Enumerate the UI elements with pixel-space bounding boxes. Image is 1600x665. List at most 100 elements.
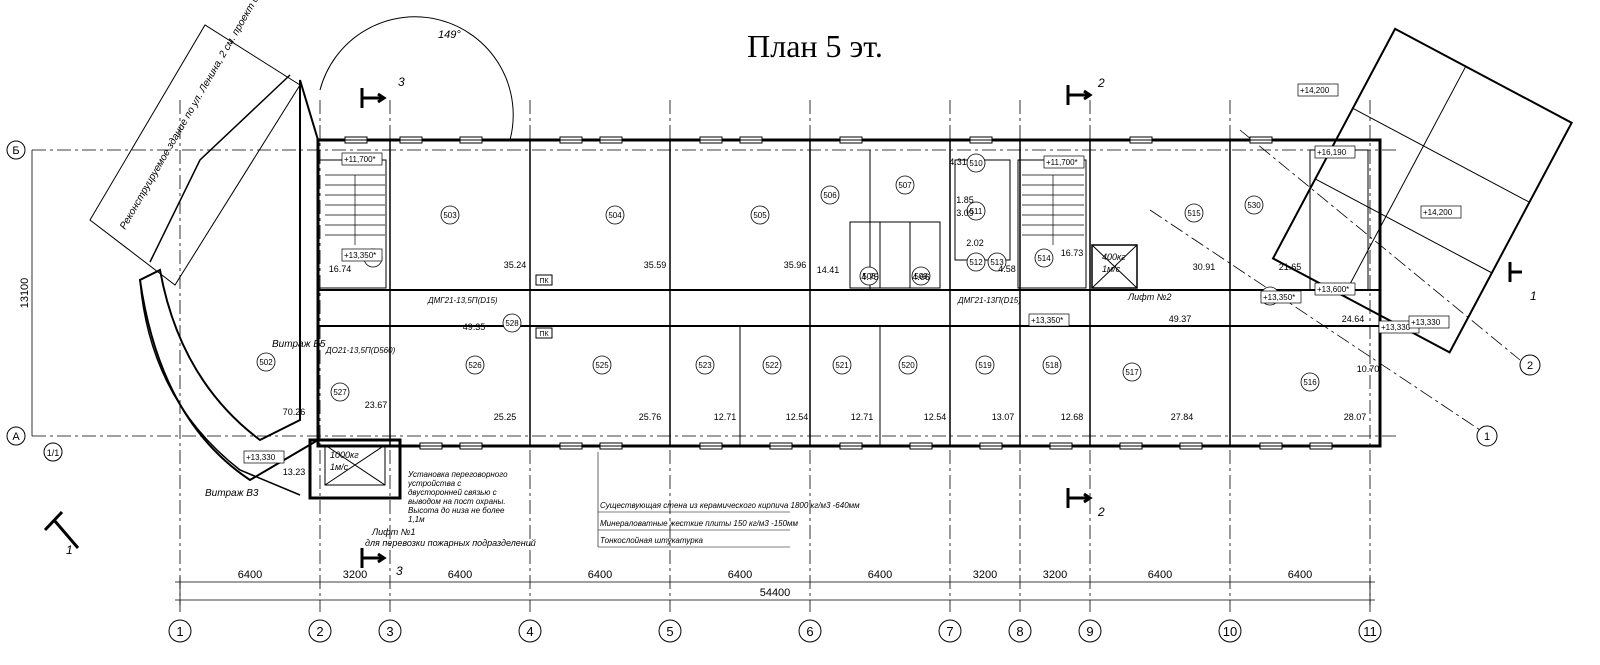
room-number: 511 (970, 207, 983, 216)
axis-bubble: 10 (1218, 619, 1242, 643)
svg-text:1м/с: 1м/с (1102, 264, 1121, 274)
room-number: 515 (1187, 209, 1201, 218)
room-area: 2.02 (966, 238, 984, 248)
level-mark: +11,700* (341, 152, 383, 166)
svg-text:+13,350*: +13,350* (1263, 293, 1295, 302)
oblique-axis-2: 2 (1519, 354, 1541, 376)
svg-text:+14,200: +14,200 (1300, 86, 1330, 95)
room-area: 25.76 (639, 412, 662, 422)
room-number: 521 (835, 361, 849, 370)
svg-text:3: 3 (386, 624, 393, 639)
door-label-2: ДМГ21-13П(D15) (957, 296, 1021, 305)
svg-text:2: 2 (1097, 76, 1105, 90)
plan-title: План 5 эт. (747, 28, 883, 64)
room-number: 523 (698, 361, 712, 370)
right-tilted-wing (1271, 27, 1574, 354)
room-area: 12.68 (1061, 412, 1084, 422)
vitrazh-b5-label: Витраж В5 (272, 339, 326, 350)
room-number: 509 (914, 272, 928, 281)
svg-text:1/1: 1/1 (47, 448, 60, 458)
axis-bubble: 4 (518, 619, 542, 643)
svg-text:6: 6 (806, 624, 813, 639)
room-area: 21.65 (1279, 262, 1302, 272)
room-number: 508 (862, 272, 876, 281)
room-530: 530 21.65 (1244, 195, 1302, 272)
room-area: 27.84 (1171, 412, 1194, 422)
level-mark: +13,330 (1408, 315, 1450, 329)
windows (344, 136, 1333, 450)
svg-text:10: 10 (1223, 624, 1237, 639)
svg-text:2: 2 (316, 624, 323, 639)
span-label: 6400 (448, 569, 472, 581)
room-area: 35.96 (784, 260, 807, 270)
svg-text:5: 5 (666, 624, 673, 639)
room-area: 30.91 (1193, 262, 1216, 272)
svg-text:2: 2 (1527, 360, 1533, 372)
span-label: 6400 (1148, 569, 1172, 581)
room-number: 522 (765, 361, 779, 370)
room-507: 507 (895, 175, 915, 195)
svg-text:А: А (12, 431, 20, 443)
svg-text:11: 11 (1363, 624, 1377, 639)
room-number: 506 (823, 191, 837, 200)
svg-text:Б: Б (12, 145, 19, 157)
stairs-left (325, 174, 385, 245)
room-area: 23.67 (365, 400, 388, 410)
svg-text:3: 3 (396, 564, 403, 578)
room-number: 507 (898, 181, 912, 190)
section-mark-1-right: 1 (1508, 262, 1537, 303)
span-label: 6400 (588, 569, 612, 581)
room-number: 517 (1125, 368, 1139, 377)
level-mark: +14,200 (1297, 83, 1339, 97)
room-area: 4.31 (949, 157, 967, 167)
area-label: 10.70 (1357, 364, 1380, 374)
pk-box-1: ПК (535, 274, 553, 286)
room-517: 517 27.84 (1122, 362, 1194, 422)
dimension-chain (31, 150, 1375, 605)
room-area: 35.24 (504, 260, 527, 270)
room-area: 12.54 (924, 412, 947, 422)
svg-text:400кг: 400кг (1102, 252, 1126, 262)
room-number: 519 (978, 361, 992, 370)
level-mark: +11,700* (1043, 155, 1085, 169)
axis-bubble: 5 (658, 619, 682, 643)
level-mark: +16,190 (1314, 145, 1356, 159)
lift-1: 1000кг 1м/с Лифт №1 для перевозки пожарн… (330, 450, 536, 548)
svg-text:2: 2 (1097, 505, 1105, 519)
neighbor-note: Реконструируемое здание по ул. Ленина, 2… (118, 0, 295, 232)
room-number: 504 (608, 211, 622, 220)
room-number: 518 (1045, 361, 1059, 370)
area-label: 13.23 (283, 467, 306, 477)
svg-text:+13,330: +13,330 (1411, 318, 1441, 327)
room-522: 522 12.54 (762, 355, 809, 422)
svg-text:+13,350*: +13,350* (344, 251, 376, 260)
room-area: 16.74 (329, 264, 352, 274)
room-number: 502 (259, 358, 273, 367)
room-number: 512 (969, 258, 983, 267)
room-number: 530 (1247, 201, 1261, 210)
axis-bubble: 6 (798, 619, 822, 643)
room-505: 505 35.96 (750, 205, 807, 270)
room-number: 505 (753, 211, 767, 220)
room-number: 510 (969, 159, 983, 168)
room-area: 12.54 (786, 412, 809, 422)
legend-row-2: Минераловатные жесткие плиты 150 кг/м3 -… (600, 519, 799, 528)
svg-text:3: 3 (398, 75, 405, 89)
span-label: 3200 (973, 569, 997, 581)
svg-text:+13,600*: +13,600* (1317, 285, 1349, 294)
room-area: 3.09 (956, 208, 974, 218)
span-label: 3200 (1043, 569, 1067, 581)
